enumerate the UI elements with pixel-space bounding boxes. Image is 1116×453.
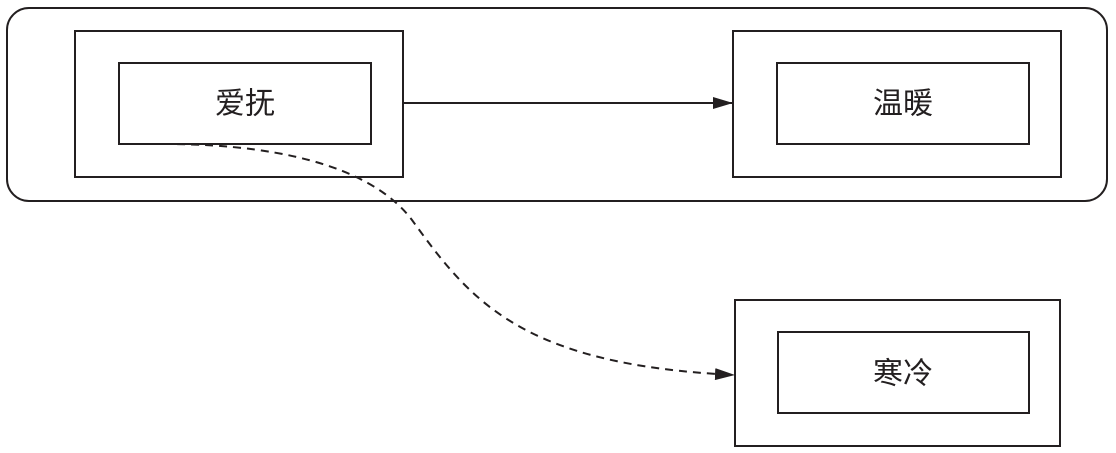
node-cold-label: 寒冷 (873, 357, 933, 392)
node-warmth-label: 温暖 (873, 87, 933, 122)
node-caress[interactable]: 爱抚 (74, 30, 404, 178)
edge-caress-to-cold (162, 143, 736, 381)
node-caress-inner-box (118, 62, 372, 145)
group-container (6, 7, 1108, 202)
node-cold-outer-box (734, 299, 1061, 447)
node-warmth-inner-box (776, 62, 1030, 145)
node-cold[interactable]: 寒冷 (734, 299, 1061, 447)
node-warmth[interactable]: 温暖 (732, 30, 1062, 178)
node-cold-inner-box (777, 331, 1030, 414)
node-caress-label: 爱抚 (215, 87, 275, 122)
